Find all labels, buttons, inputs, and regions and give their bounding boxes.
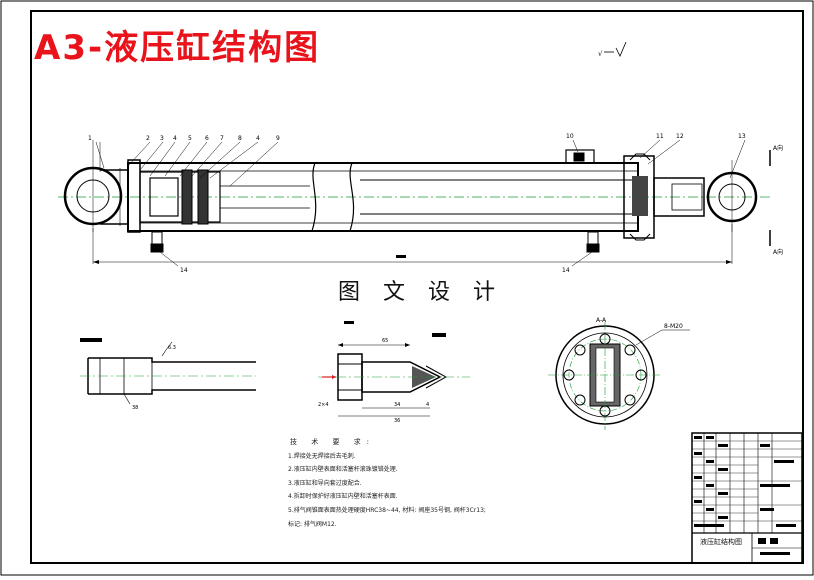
balloon-1: 1 <box>88 135 92 142</box>
note-4: 4.拆卸时保护好液压缸内壁和活塞杆表面. <box>288 493 398 501</box>
watermark: 图 文 设 计 <box>338 280 503 305</box>
balloon-3: 3 <box>160 135 164 142</box>
title-block-drawing-name: 液压缸结构图 <box>700 538 742 546</box>
hole-label: 8-M20 <box>664 323 683 330</box>
port-boss-top <box>565 149 595 164</box>
note-3: 3.液压缸和导向套过度配合. <box>288 479 362 487</box>
balloon-14-right: 14 <box>562 267 570 274</box>
balloon-7: 7 <box>220 135 224 142</box>
title-block <box>691 432 803 564</box>
balloon-5: 5 <box>188 135 192 142</box>
note-5: 5.排气阀锥面表面热处理硬度HRC38~44, 材料: 阀座35号钢, 阀杆3C… <box>288 506 486 514</box>
section-mark-bottom: A向 <box>773 248 783 256</box>
notes-heading: 技 术 要 求: <box>290 438 376 446</box>
note-2: 2.液压缸内壁表面和活塞杆滚珠镀铬处理. <box>288 466 398 474</box>
pin-dim-38: 38 <box>132 405 138 411</box>
balloon-12: 12 <box>676 133 684 140</box>
valve-detail: 65 34 4 36 2×4 <box>318 321 470 424</box>
section-aa: A-A 8-M20 <box>548 317 690 430</box>
part-balloons: 1 2 3 4 5 6 7 8 4 9 10 11 12 13 14 14 A向… <box>88 133 783 274</box>
break-line-left <box>311 162 317 232</box>
balloon-4: 4 <box>173 135 177 142</box>
roughness-symbol: √ <box>598 41 627 58</box>
cylinder-assembly <box>58 139 771 267</box>
valve-dim-36: 36 <box>394 418 400 424</box>
balloon-10: 10 <box>566 133 574 140</box>
pin-detail: 6.3 38 <box>80 338 256 411</box>
valve-dim-65: 65 <box>382 338 388 344</box>
break-line-right <box>349 162 355 232</box>
balloon-9: 9 <box>276 135 280 142</box>
balloon-13: 13 <box>738 133 746 140</box>
valve-dim-34: 34 <box>394 402 400 408</box>
section-mark-top: A向 <box>773 144 783 152</box>
piston <box>139 171 221 223</box>
pin-dim-63: 6.3 <box>168 345 176 351</box>
technical-notes: 技 术 要 求: 1.焊接处无焊接后去毛刺. 2.液压缸内壁表面和活塞杆滚珠镀铬… <box>288 436 486 531</box>
drawing-title: A3-液压缸结构图 <box>34 28 321 68</box>
piston-rod <box>653 177 705 217</box>
inner-frame <box>30 10 804 564</box>
valve-dim-2x4: 2×4 <box>318 402 329 408</box>
balloon-14-left: 14 <box>180 267 188 274</box>
section-label: A-A <box>596 317 607 324</box>
balloon-11: 11 <box>656 133 664 140</box>
balloon-4b: 4 <box>256 135 260 142</box>
note-1: 1.焊接处无焊接后去毛刺. <box>288 452 356 460</box>
balloon-8: 8 <box>238 135 242 142</box>
balloon-6: 6 <box>205 135 209 142</box>
note-6: 标记: 排气阀M12. <box>288 520 337 528</box>
svg-text:√: √ <box>598 50 603 58</box>
balloon-2: 2 <box>146 135 150 142</box>
valve-dim-4: 4 <box>426 402 429 408</box>
